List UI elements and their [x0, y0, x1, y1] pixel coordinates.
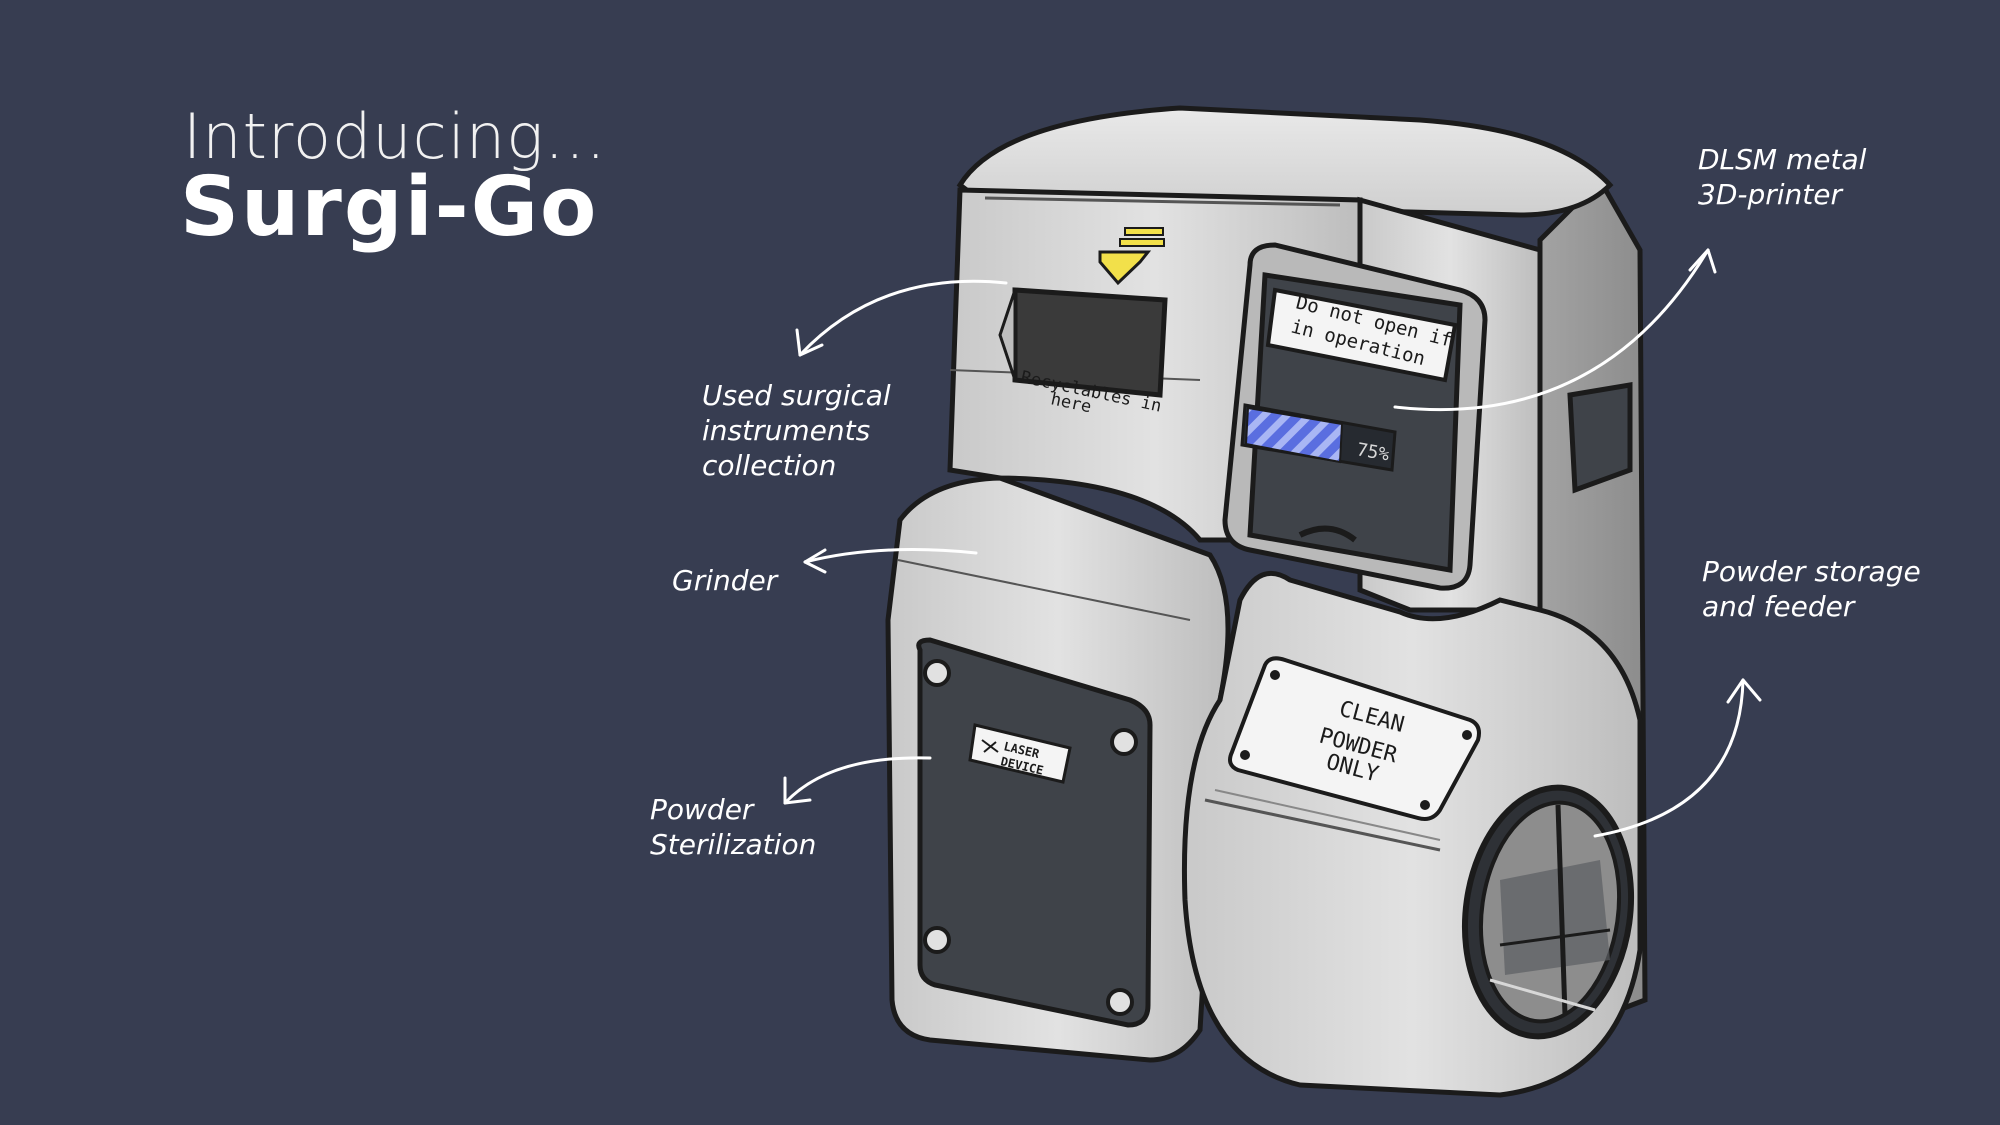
callout-printer: DLSM metal 3D-printer: [1698, 143, 1867, 211]
arrow-collection: [798, 279, 1008, 357]
side-vent: [1567, 382, 1633, 494]
arrow-sterilization: [783, 756, 932, 805]
laser-warning-icon: [981, 739, 999, 753]
sterilization-panel: [916, 637, 1153, 1028]
machine-top: [956, 105, 1614, 218]
clean-powder-plate: [1228, 656, 1481, 821]
title-intro: Introducing...: [183, 100, 607, 173]
down-arrow-icon: [1098, 227, 1165, 286]
arrow-printer: [1393, 248, 1710, 412]
arrow-storage: [1593, 678, 1745, 838]
callout-sterilization: Powder Sterilization: [650, 793, 817, 861]
product-title: Surgi-Go: [180, 160, 599, 255]
annotation-arrows: [783, 248, 1762, 838]
printer-screen: [1265, 287, 1458, 383]
progress-fill: [1244, 406, 1344, 464]
callout-collection: Used surgical instruments collection: [702, 379, 891, 482]
callout-grinder: Grinder: [672, 564, 778, 597]
callout-storage: Powder storage and feeder: [1702, 555, 1921, 623]
arrow-grinder: [803, 548, 978, 564]
laser-label: [968, 723, 1072, 784]
